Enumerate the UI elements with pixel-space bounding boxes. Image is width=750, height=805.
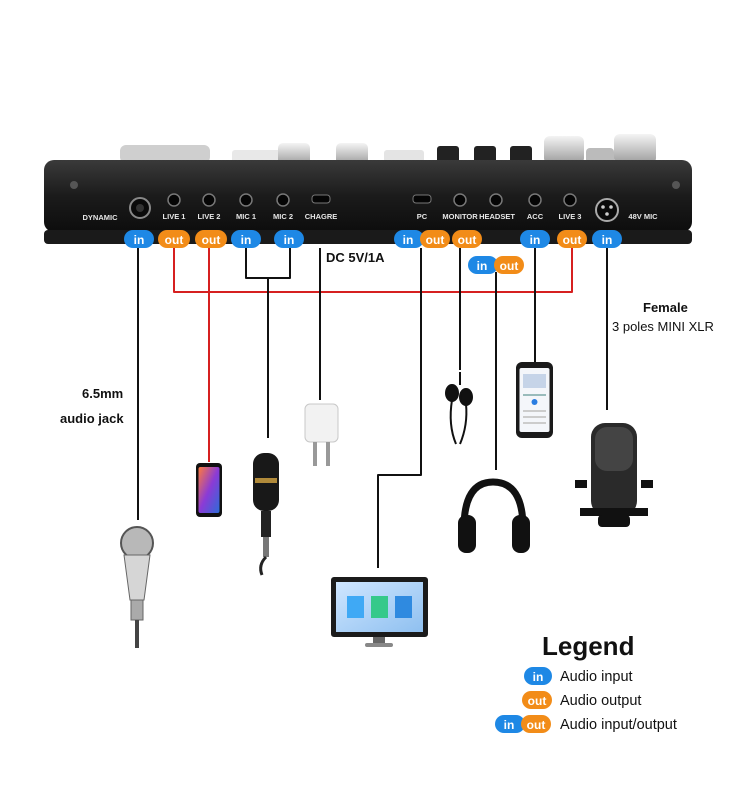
out-badge: out	[452, 230, 482, 248]
port-badges: in out out in in in out out	[124, 230, 622, 274]
in-badge: in	[274, 230, 304, 248]
badge-text: in	[533, 670, 544, 684]
jack-note-line1: 6.5mm	[82, 386, 123, 401]
legend-item: Audio input/output	[560, 717, 677, 733]
earphones-icon	[445, 372, 473, 445]
headphones-icon	[458, 478, 530, 553]
pc-port	[412, 194, 432, 204]
charge-port	[311, 194, 331, 204]
jack-hole	[136, 204, 144, 212]
legend-title: Legend	[542, 631, 634, 661]
live3-jack	[563, 193, 577, 207]
inout-badge: in out	[394, 230, 450, 248]
computer-monitor-icon	[331, 577, 428, 647]
port-label: 48V MIC	[628, 212, 658, 221]
button-black	[437, 146, 459, 164]
live2-jack	[202, 193, 216, 207]
button-black	[474, 146, 496, 164]
legend-in-badge: in	[524, 667, 552, 685]
xlr-port	[595, 198, 619, 222]
port-label: MIC 2	[273, 212, 293, 221]
smartphone-icon	[196, 463, 222, 517]
in-badge: in	[520, 230, 550, 248]
legend-item: Audio input	[560, 669, 633, 685]
port-label: HEADSET	[479, 212, 515, 221]
badge-text: out	[426, 233, 445, 247]
badge-text: out	[165, 233, 184, 247]
port-label: LIVE 2	[198, 212, 221, 221]
knob-large	[120, 145, 210, 163]
sound-card: DYNAMIC LIVE 1 LIVE 2 MIC 1 MIC 2 CHAGRE…	[44, 134, 692, 244]
handheld-microphone-icon	[120, 526, 154, 648]
knob	[336, 143, 368, 165]
wires	[137, 248, 608, 568]
badge-text: out	[458, 233, 477, 247]
badge-text: out	[528, 694, 547, 708]
port-label: CHAGRE	[305, 212, 338, 221]
music-phone-icon	[516, 362, 553, 438]
xlr-note-line1: Female	[643, 300, 688, 315]
out-badge: out	[195, 230, 227, 248]
out-badge: out	[158, 230, 190, 248]
port-label: MIC 1	[236, 212, 256, 221]
inout-badge: in out	[468, 256, 524, 274]
in-badge: in	[592, 230, 622, 248]
black-wire	[377, 248, 422, 568]
badge-text: in	[134, 233, 145, 247]
port-label: PC	[417, 212, 428, 221]
badge-text: out	[527, 718, 546, 732]
in-badge: in	[231, 230, 261, 248]
xlr-pin	[609, 205, 613, 209]
dc-note: DC 5V/1A	[326, 250, 385, 265]
screw-icon	[70, 181, 78, 189]
badge-text: in	[504, 718, 515, 732]
headset-jack	[489, 193, 503, 207]
in-badge: in	[124, 230, 154, 248]
knob	[544, 136, 584, 164]
port-label: LIVE 1	[163, 212, 186, 221]
badge-text: out	[500, 259, 519, 273]
knob	[614, 134, 656, 164]
legend-item: Audio output	[560, 693, 641, 709]
badge-text: in	[403, 233, 414, 247]
port-label: MONITOR	[442, 212, 478, 221]
black-wire	[245, 248, 291, 279]
xlr-pin	[601, 205, 605, 209]
studio-microphone-icon	[575, 423, 653, 527]
badge-text: out	[202, 233, 221, 247]
badge-text: in	[602, 233, 613, 247]
xlr-pin	[605, 212, 609, 216]
port-label: DYNAMIC	[83, 213, 119, 222]
badge-text: in	[284, 233, 295, 247]
jack-note-line2: audio jack	[60, 411, 124, 426]
mic1-jack	[239, 193, 253, 207]
mic2-jack	[276, 193, 290, 207]
condenser-microphone-icon	[253, 453, 279, 576]
charger-icon	[304, 403, 339, 466]
knob	[278, 143, 310, 165]
xlr-note-line2: 3 poles MINI XLR	[612, 319, 714, 334]
device-body	[44, 160, 692, 232]
live1-jack	[167, 193, 181, 207]
badge-text: in	[477, 259, 488, 273]
badge-text: out	[563, 233, 582, 247]
port-label: ACC	[527, 212, 544, 221]
red-wire	[173, 248, 573, 293]
badge-text: in	[241, 233, 252, 247]
legend: Legend in Audio input out Audio output i…	[495, 631, 677, 733]
port-label: LIVE 3	[559, 212, 582, 221]
monitor-jack	[453, 193, 467, 207]
out-badge: out	[557, 230, 587, 248]
acc-jack	[528, 193, 542, 207]
badge-text: in	[530, 233, 541, 247]
legend-out-badge: out	[522, 691, 552, 709]
legend-inout-badge: in out	[495, 715, 551, 733]
button-black	[510, 146, 532, 164]
screw-icon	[672, 181, 680, 189]
